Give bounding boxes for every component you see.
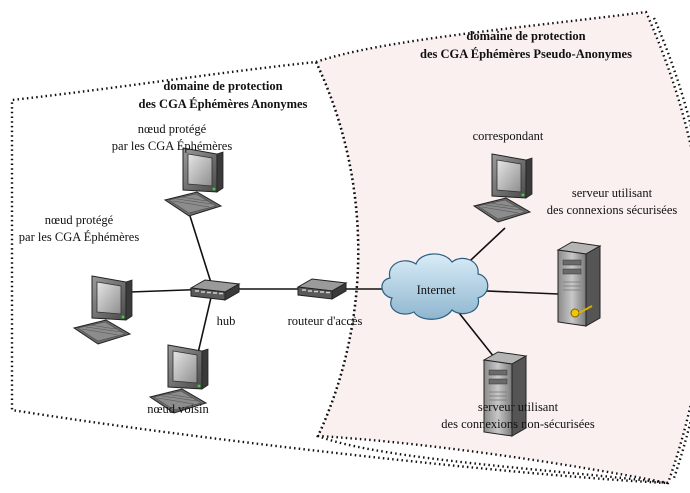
zone-pseudo-anonymous-shape: [314, 10, 690, 485]
link-hub-node-bottom: [197, 288, 214, 354]
computer-icon-node-top[interactable]: [164, 147, 224, 217]
node-top-label-line1: nœud protégé: [138, 122, 207, 136]
insecure-server-label-line1: serveur utilisant: [478, 400, 559, 414]
correspondant-label: correspondant: [473, 129, 544, 143]
router-label: routeur d'accès: [288, 314, 363, 328]
key-icon: [570, 305, 593, 318]
node-top-label-line2: par les CGA Éphémères: [112, 139, 233, 153]
zone-anonymous-shape: [10, 60, 669, 485]
secure-server-label-line2: des connexions sécurisées: [547, 203, 678, 217]
zone-pseudo-title-line2: des CGA Éphémères Pseudo-Anonymes: [420, 47, 632, 61]
internet-cloud-icon[interactable]: Internet: [381, 253, 489, 320]
node-left-label-line1: nœud protégé: [45, 213, 114, 227]
hub-icon[interactable]: [190, 279, 240, 301]
zone-pseudo-title: domaine de protection des CGA Éphémères …: [420, 29, 632, 61]
hub-label: hub: [217, 314, 236, 328]
node-bottom-label: nœud voisin: [147, 402, 209, 416]
computer-icon-node-left[interactable]: [73, 275, 133, 345]
zone-pseudo-title-line1: domaine de protection: [466, 29, 585, 43]
zone-anonymous-title-line2: des CGA Éphémères Anonymes: [139, 97, 308, 111]
zone-anonymous-title-line1: domaine de protection: [163, 79, 282, 93]
router-icon[interactable]: [297, 278, 347, 300]
zone-anonymous-title: domaine de protection des CGA Éphémères …: [139, 79, 308, 111]
node-left-label-line2: par les CGA Éphémères: [19, 230, 140, 244]
insecure-server-label-line2: des connexions non-sécurisées: [441, 417, 595, 431]
link-hub-node-top: [189, 215, 214, 290]
zone-pseudo-anonymous: [314, 10, 690, 485]
secure-server-label-line1: serveur utilisant: [572, 186, 653, 200]
internet-label: Internet: [417, 283, 456, 297]
